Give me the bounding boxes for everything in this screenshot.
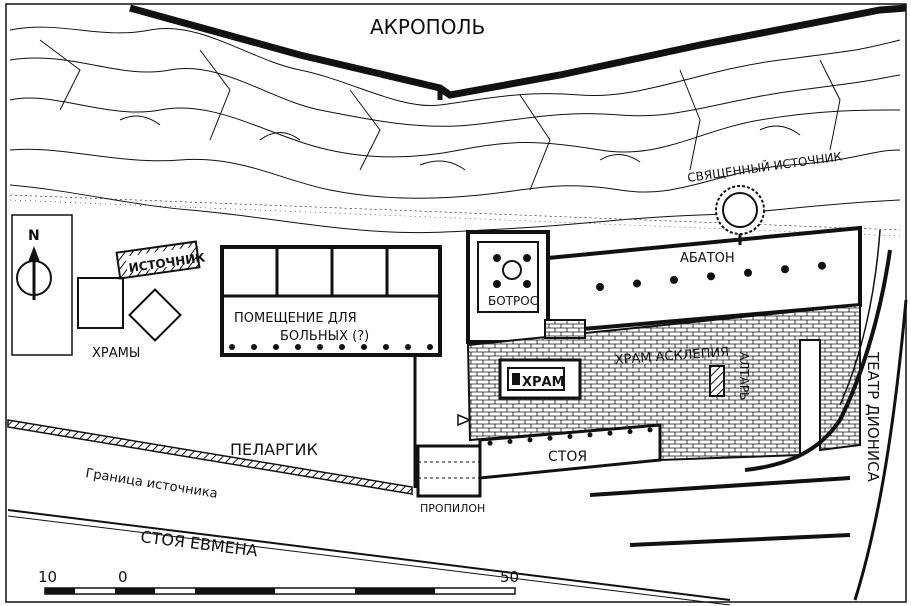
propylon-structure xyxy=(416,444,482,498)
sick-room-column xyxy=(317,344,323,350)
theatre-label: ТЕАТР ДИОНИСА xyxy=(864,351,882,483)
stoa-column xyxy=(587,432,593,438)
stoa-column xyxy=(647,427,653,433)
temple-building xyxy=(498,358,582,400)
sacred-spring-structure xyxy=(715,185,765,245)
sick-room-column xyxy=(361,344,367,350)
abaton-column xyxy=(596,283,604,292)
north-compass xyxy=(11,214,73,356)
stairs xyxy=(544,319,586,339)
temples-label: ХРАМЫ xyxy=(92,346,140,361)
temple-label: ХРАМ xyxy=(522,375,565,390)
bothros-label: БОТРОС xyxy=(488,294,538,308)
abaton-column xyxy=(744,268,752,277)
sick-room-column xyxy=(383,344,389,350)
propylon-label: ПРОПИЛОН xyxy=(420,502,485,515)
altar xyxy=(709,365,725,397)
abaton-column xyxy=(670,275,678,284)
temple-square xyxy=(77,277,124,329)
abaton-column xyxy=(707,272,715,281)
sick-room-column xyxy=(339,344,345,350)
sick-room-column xyxy=(251,344,257,350)
stoa-column xyxy=(627,429,633,435)
pelargikon-label: ПЕЛАРГИК xyxy=(230,440,318,459)
stoa-column xyxy=(547,435,553,441)
sick-room-label-line2: БОЛЬНЫХ (?) xyxy=(280,329,369,344)
spring-box xyxy=(115,240,201,280)
stoa-colonnade xyxy=(487,427,653,446)
sick-room-column xyxy=(229,344,235,350)
theatre-outline xyxy=(744,249,892,472)
sick-room-colonnade xyxy=(229,344,433,350)
stoa-label: СТОЯ xyxy=(548,449,587,465)
stoa-eumenes-walls xyxy=(7,476,851,606)
scale-label-10: 10 xyxy=(38,568,57,586)
stoa-column xyxy=(607,430,613,436)
stoa-column xyxy=(507,439,513,445)
north-label: N xyxy=(28,228,40,244)
temple-diamond xyxy=(128,288,182,342)
abaton-column xyxy=(818,261,826,270)
bothros-structure xyxy=(466,230,550,344)
acropolis-wall xyxy=(129,4,907,99)
sick-room-building xyxy=(220,245,442,357)
sick-room-column xyxy=(427,344,433,350)
spring-boundary-wall xyxy=(7,419,413,495)
abaton-column xyxy=(633,279,641,288)
stoa-column xyxy=(527,437,533,443)
abaton-colonnade xyxy=(596,261,826,292)
abaton-label: АБАТОН xyxy=(680,251,735,266)
stoa-column xyxy=(567,434,573,440)
scale-bar xyxy=(44,587,516,595)
stoa-column xyxy=(487,440,493,446)
altar-label: АЛТАРЬ xyxy=(737,352,751,400)
acropolis-label: АКРОПОЛЬ xyxy=(370,15,485,39)
sick-room-label-line1: ПОМЕЩЕНИЕ ДЛЯ xyxy=(234,311,357,326)
sick-room-column xyxy=(405,344,411,350)
scale-label-0: 0 xyxy=(118,568,128,586)
abaton-column xyxy=(781,265,789,274)
sick-room-column xyxy=(273,344,279,350)
sick-room-column xyxy=(295,344,301,350)
scale-label-50: 50 xyxy=(500,568,519,586)
entrance-arrow xyxy=(457,413,472,427)
